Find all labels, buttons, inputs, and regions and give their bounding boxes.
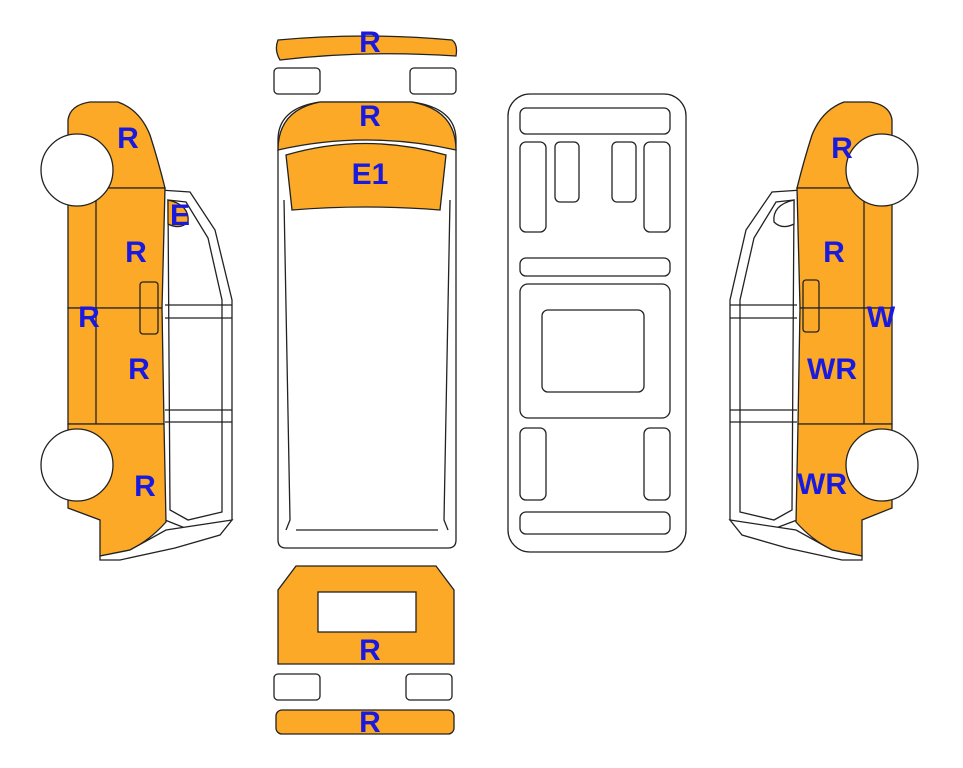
left-side-view: R E R R R R [40,101,234,561]
right-front-wheel [845,133,919,207]
right-headlight [409,67,457,95]
left-door-handle [139,281,159,335]
right-side-view: R R W WR WR [728,101,919,561]
label-right-front-fender: R [831,132,853,165]
right-bottom-sill [728,519,863,561]
right-door-handle [802,279,820,333]
right-mirror [773,199,795,228]
label-front-bumper: R [359,26,381,59]
rear-view: R R [273,565,455,739]
right-rear-wheel [845,428,919,502]
left-rear-wheel [40,428,114,502]
windshield [285,142,447,211]
left-bottom-sill [99,519,234,561]
left-mirror [167,199,189,228]
label-right-side-sill: W [867,301,896,334]
rear-bumper [275,709,455,735]
label-left-front-fender: R [117,122,139,155]
label-right-rear-door: WR [807,353,857,386]
right-window-frame [729,189,803,531]
label-rear-bumper: R [359,706,381,739]
left-front-wheel [40,133,114,207]
label-left-rocker: R [78,301,100,334]
left-window-frame [159,189,233,531]
label-hood: R [359,100,381,133]
left-headlight [273,67,321,95]
label-windshield: E1 [352,158,389,191]
label-right-rear-quarter: WR [797,468,847,501]
label-rear-door: R [359,634,381,667]
right-window-inner [739,199,795,521]
right-taillight [405,673,453,701]
left-window-inner [167,199,223,521]
rear-window [317,591,417,633]
underside-view [507,93,687,553]
underside-body [507,93,687,553]
top-view: R R E1 [273,26,458,549]
label-left-rear-door: R [128,353,150,386]
label-left-rear-quarter: R [134,470,156,503]
hood [277,101,457,151]
label-right-front-door: R [823,236,845,269]
label-left-front-door: R [125,236,147,269]
left-taillight [273,673,321,701]
front-bumper [275,35,458,61]
roof-body [277,101,457,549]
label-left-mirror: E [170,199,190,232]
